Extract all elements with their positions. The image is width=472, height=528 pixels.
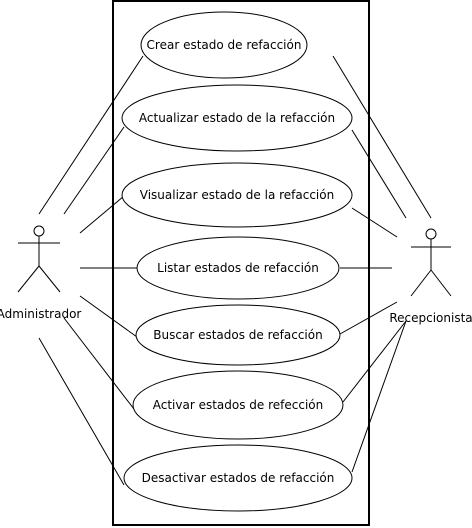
associations-recepcionista bbox=[332, 55, 432, 473]
use-case-ellipse bbox=[136, 236, 340, 300]
use-case-label: Buscar estados de refacción bbox=[153, 328, 322, 342]
use-case-label: Crear estado de refacción bbox=[147, 38, 302, 52]
use-case-label: Visualizar estado de la refacción bbox=[140, 188, 334, 202]
assoc-admin-buscar bbox=[79, 295, 138, 338]
assoc-admin-activar bbox=[63, 317, 138, 414]
use-case-desactivar[interactable]: Desactivar estados de refacción bbox=[123, 444, 353, 512]
actor-administrador[interactable]: Administrador bbox=[0, 225, 81, 321]
use-case-label: Actualizar estado de la refacción bbox=[139, 111, 335, 125]
stick-figure-icon bbox=[410, 228, 452, 297]
use-case-actualizar[interactable]: Actualizar estado de la refacción bbox=[121, 84, 353, 152]
use-case-ellipse bbox=[132, 370, 344, 440]
use-case-buscar[interactable]: Buscar estados de refacción bbox=[135, 304, 341, 366]
assoc-admin-visualizar bbox=[79, 195, 125, 234]
assoc-recep-visualizar bbox=[351, 207, 398, 238]
use-case-ellipse bbox=[123, 444, 353, 512]
use-case-visualizar[interactable]: Visualizar estado de la refacción bbox=[121, 162, 353, 228]
assoc-recep-activar bbox=[342, 320, 407, 403]
actor-label: Administrador bbox=[0, 307, 81, 321]
use-case-listar[interactable]: Listar estados de refacción bbox=[136, 236, 340, 300]
stick-figure-icon bbox=[17, 225, 61, 293]
assoc-admin-desactivar bbox=[38, 337, 125, 486]
associations-administrador bbox=[38, 55, 144, 486]
assoc-recep-desactivar bbox=[351, 320, 407, 473]
use-case-ellipse bbox=[135, 304, 341, 366]
use-case-ellipse bbox=[121, 162, 353, 228]
use-case-ellipse bbox=[121, 84, 353, 152]
assoc-recep-actualizar bbox=[351, 129, 407, 219]
use-case-activar[interactable]: Activar estados de refección bbox=[132, 370, 344, 440]
use-case-ellipse bbox=[140, 11, 308, 79]
use-case-label: Activar estados de refección bbox=[153, 398, 324, 412]
actor-recepcionista[interactable]: Recepcionista bbox=[389, 228, 472, 325]
use-case-label: Listar estados de refacción bbox=[157, 261, 319, 275]
assoc-recep-crear bbox=[332, 55, 432, 219]
assoc-admin-actualizar bbox=[63, 126, 125, 215]
assoc-admin-crear bbox=[38, 55, 144, 215]
use-case-label: Desactivar estados de refacción bbox=[142, 471, 335, 485]
actor-label: Recepcionista bbox=[389, 311, 472, 325]
use-case-crear[interactable]: Crear estado de refacción bbox=[140, 11, 308, 79]
assoc-recep-buscar bbox=[339, 301, 398, 335]
